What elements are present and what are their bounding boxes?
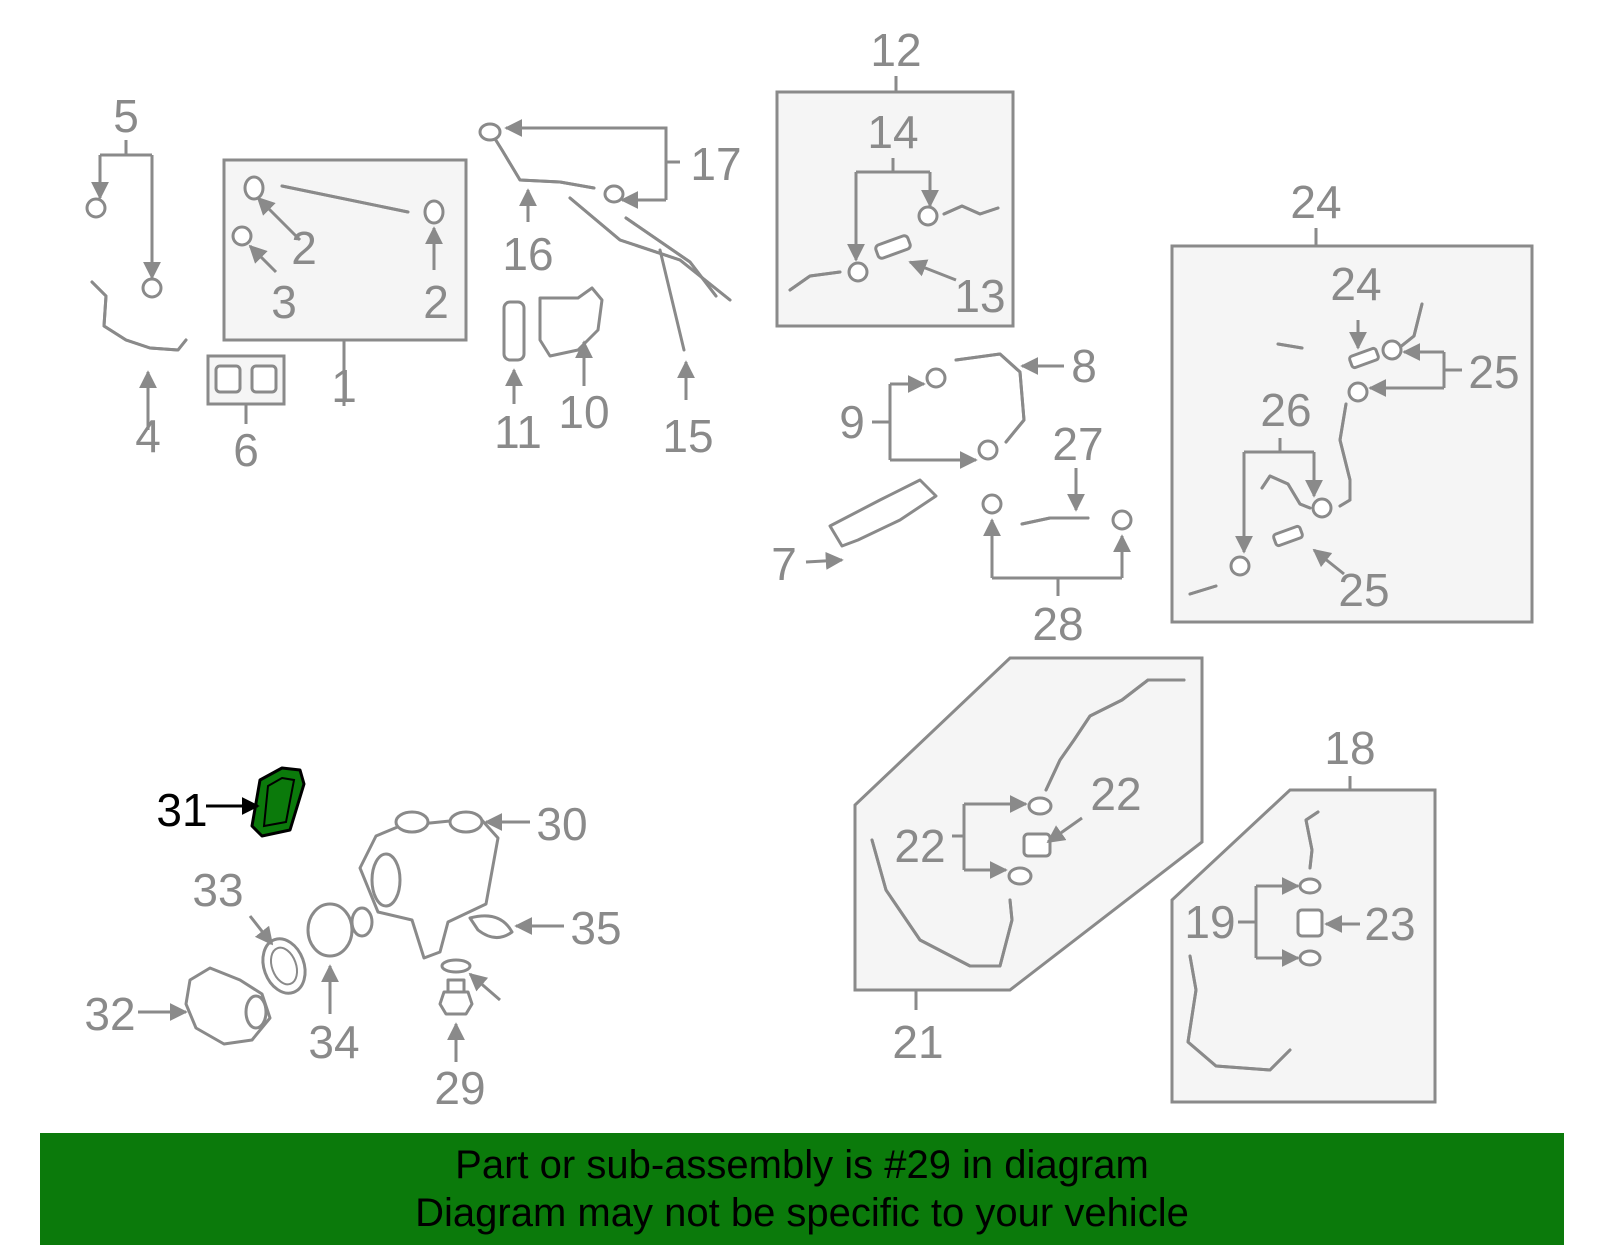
part-33-plug [438, 978, 474, 1062]
part-34-washer [440, 958, 501, 1002]
callout-21: 22 [894, 820, 945, 872]
callout-15: 15 [662, 410, 713, 462]
callout-2b: 2 [423, 276, 449, 328]
callout-13: 13 [954, 270, 1005, 322]
callout-24b: 25 [1338, 564, 1389, 616]
part-5-clips [214, 364, 278, 424]
part-14-clamps [788, 158, 1000, 292]
callout-25a: 25 [1468, 346, 1519, 398]
callout-32: 34 [308, 1016, 359, 1068]
group-box-20 [853, 656, 1204, 992]
part-6-clamps [85, 140, 163, 299]
part-9-clamps [872, 367, 999, 469]
callout-26: 27 [1052, 418, 1103, 470]
part-23-hoses [1188, 302, 1462, 596]
part-29-gasket[interactable] [206, 766, 306, 838]
callout-1: 1 [331, 360, 357, 412]
callout-35: 35 [570, 902, 621, 954]
callout-31: 33 [192, 864, 243, 916]
banner-line-1: Part or sub-assembly is #29 in diagram [455, 1143, 1149, 1187]
callout-25b: 26 [1260, 384, 1311, 436]
callout-7: 7 [771, 538, 797, 590]
part-16-hose [478, 119, 680, 222]
callout-10: 10 [558, 386, 609, 438]
callout-30: 32 [84, 988, 135, 1040]
callout-22a: 22 [1090, 768, 1141, 820]
part-30-housing [138, 966, 272, 1046]
part-27-clamps [981, 493, 1133, 596]
part-32-thermostat [306, 902, 374, 1014]
callout-20: 21 [892, 1016, 943, 1068]
banner-line-2: Diagram may not be specific to your vehi… [415, 1191, 1189, 1235]
part-35-oring [468, 914, 564, 939]
part-8-hose [954, 352, 1064, 444]
part-15-pipe-assembly [568, 196, 732, 400]
callout-4: 4 [135, 410, 161, 462]
callout-8: 8 [1071, 340, 1097, 392]
group-box-18 [1170, 788, 1437, 1104]
part-7-bracket [805, 478, 938, 570]
callout-27: 28 [1032, 598, 1083, 650]
callout-16: 16 [502, 228, 553, 280]
callout-5: 6 [233, 424, 259, 476]
callout-12: 12 [870, 24, 921, 76]
callout-14: 14 [867, 106, 918, 158]
callout-17: 17 [690, 138, 741, 190]
callout-3: 3 [271, 276, 297, 328]
part-11-gasket [502, 300, 526, 404]
callout-9: 9 [839, 396, 865, 448]
part-1-pipe [231, 175, 445, 406]
callout-28: 30 [536, 798, 587, 850]
info-banner: Part or sub-assembly is #29 in diagram D… [40, 1133, 1564, 1245]
part-20-hose [870, 678, 1186, 1010]
callout-18: 18 [1324, 722, 1375, 774]
part-31-oring [248, 915, 307, 995]
callout-23: 24 [1290, 176, 1341, 228]
callout-22b: 23 [1364, 898, 1415, 950]
part-13-connector [874, 234, 957, 282]
part-4-pipe [90, 280, 188, 430]
callout-2a: 2 [291, 222, 317, 274]
callout-29[interactable]: 31 [156, 784, 207, 836]
part-18-hose [1186, 776, 1360, 1072]
part-26-hose [1020, 468, 1090, 526]
part-28-housing [358, 810, 530, 960]
callout-11: 11 [494, 406, 542, 458]
callout-6: 5 [113, 90, 139, 142]
part-10-outlet [538, 286, 604, 386]
callout-33: 29 [434, 1062, 485, 1114]
callout-19: 19 [1184, 896, 1235, 948]
callout-24a: 24 [1330, 258, 1381, 310]
